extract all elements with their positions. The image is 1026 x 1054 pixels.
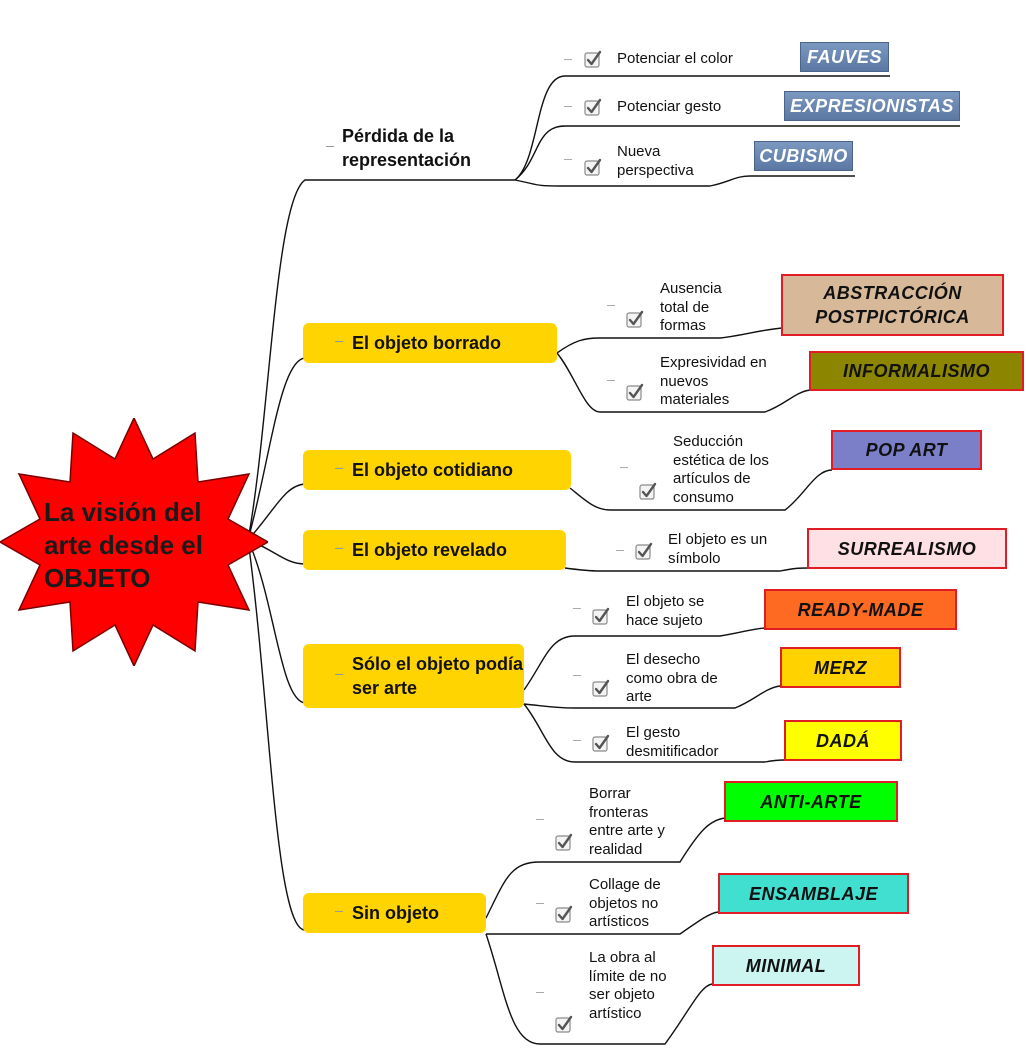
branch-label: Sólo el objeto podía ser arte [352, 654, 523, 698]
checkbox-checked-icon[interactable] [584, 98, 602, 116]
checkbox-checked-icon[interactable] [555, 833, 573, 851]
leaf-ausencia-formas: Ausencia total de formas [660, 280, 722, 334]
leaf-collapse-dash[interactable] [536, 903, 544, 904]
leaf-collage-objetos: Collage de objetos no artísticos [589, 876, 661, 930]
tag-dada: DADÁ [784, 720, 902, 761]
tag-ready-made: READY-MADE [764, 589, 957, 630]
tag-anti-arte: ANTI-ARTE [724, 781, 898, 822]
leaf-collapse-dash[interactable] [607, 380, 615, 381]
leaf-collapse-dash[interactable] [616, 550, 624, 551]
leaf-nueva-perspectiva: Nueva perspectiva [617, 143, 694, 179]
leaf-collapse-dash[interactable] [573, 675, 581, 676]
leaf-gesto-desmitificador: El gesto desmitificador [626, 724, 719, 760]
tag-ensamblaje: ENSAMBLAJE [718, 873, 909, 914]
link-center-b4 [247, 539, 306, 704]
link-center-b2 [247, 483, 306, 541]
leaf-borrar-fronteras: Borrar fronteras entre arte y realidad [589, 785, 665, 858]
link-center-b5 [247, 539, 306, 931]
collapse-dash[interactable] [326, 146, 334, 147]
leaf-collapse-dash[interactable] [607, 305, 615, 306]
branch-label: El objeto cotidiano [352, 459, 513, 480]
link-b4-l2 [523, 703, 786, 763]
link-b5-l2 [485, 933, 713, 1045]
branch-sin-objeto[interactable]: Sin objeto [303, 893, 486, 933]
tag-pop-art: POP ART [831, 430, 982, 470]
leaf-potenciar-gesto: Potenciar gesto [617, 98, 722, 115]
leaf-collapse-dash[interactable] [536, 819, 544, 820]
tag-minimal: MINIMAL [712, 945, 860, 986]
leaf-obra-limite: La obra al límite de no ser objeto artís… [589, 949, 667, 1022]
link-b2-l0 [569, 469, 833, 511]
branch-label: El objeto revelado [352, 539, 508, 560]
leaf-collapse-dash[interactable] [620, 467, 628, 468]
link-b0-l1 [514, 125, 960, 181]
collapse-dash[interactable] [335, 674, 343, 675]
collapse-dash[interactable] [335, 468, 343, 469]
branch-solo-objeto-arte[interactable]: Sólo el objeto podía ser arte [303, 644, 524, 708]
link-b0-l0 [514, 75, 890, 181]
branch-label: Pérdida de la representación [342, 126, 472, 170]
leaf-collapse-dash[interactable] [564, 106, 572, 107]
checkbox-checked-icon[interactable] [592, 679, 610, 697]
tag-expresionistas: EXPRESIONISTAS [784, 91, 960, 121]
checkbox-checked-icon[interactable] [635, 542, 653, 560]
checkbox-checked-icon[interactable] [584, 50, 602, 68]
link-center-b1 [247, 357, 306, 541]
tag-fauves: FAUVES [800, 42, 889, 72]
branch-objeto-revelado[interactable]: El objeto revelado [303, 530, 566, 570]
collapse-dash[interactable] [335, 548, 343, 549]
central-topic-star[interactable] [0, 416, 270, 668]
link-b5-l0 [485, 817, 726, 919]
link-b4-l0 [523, 627, 767, 691]
tag-informalismo: INFORMALISMO [809, 351, 1024, 391]
leaf-expresividad-materiales: Expresividad en nuevos materiales [660, 354, 767, 408]
central-topic-label: La visión del arte desde el OBJETO [44, 497, 203, 593]
leaf-collapse-dash[interactable] [573, 608, 581, 609]
branch-objeto-cotidiano[interactable]: El objeto cotidiano [303, 450, 571, 490]
checkbox-checked-icon[interactable] [626, 383, 644, 401]
branch-perdida-representacion[interactable]: Pérdida de la representación [326, 124, 512, 172]
leaf-collapse-dash[interactable] [536, 992, 544, 993]
checkbox-checked-icon[interactable] [555, 905, 573, 923]
leaf-seduccion-estetica: Seducción estética de los artículos de c… [673, 433, 769, 506]
leaf-collapse-dash[interactable] [564, 159, 572, 160]
tag-merz: MERZ [780, 647, 901, 688]
leaf-collapse-dash[interactable] [564, 59, 572, 60]
collapse-dash[interactable] [335, 911, 343, 912]
link-b1-l0 [556, 327, 783, 354]
checkbox-checked-icon[interactable] [639, 482, 657, 500]
checkbox-checked-icon[interactable] [584, 158, 602, 176]
tag-cubismo: CUBISMO [754, 141, 853, 171]
link-b5-l1 [485, 911, 719, 935]
leaf-objeto-simbolo: El objeto es un símbolo [668, 531, 768, 567]
collapse-dash[interactable] [335, 341, 343, 342]
link-b4-l1 [523, 685, 781, 709]
link-b1-l1 [556, 352, 811, 413]
checkbox-checked-icon[interactable] [592, 607, 610, 625]
branch-label: Sin objeto [352, 902, 439, 923]
link-b3-l0 [564, 567, 809, 572]
tag-surrealismo: SURREALISMO [807, 528, 1007, 569]
link-b0-l2 [514, 175, 855, 187]
checkbox-checked-icon[interactable] [555, 1015, 573, 1033]
branch-label: El objeto borrado [352, 332, 502, 353]
checkbox-checked-icon[interactable] [592, 734, 610, 752]
tag-abstraccion: ABSTRACCIÓN POSTPICTÓRICA [781, 274, 1004, 336]
link-center-b0 [247, 179, 515, 541]
branch-objeto-borrado[interactable]: El objeto borrado [303, 323, 557, 363]
leaf-collapse-dash[interactable] [573, 740, 581, 741]
leaf-objeto-sujeto: El objeto se hace sujeto [626, 593, 705, 629]
leaf-potenciar-color: Potenciar el color [617, 50, 733, 67]
leaf-desecho-obra: El desecho como obra de arte [626, 651, 718, 705]
checkbox-checked-icon[interactable] [626, 310, 644, 328]
